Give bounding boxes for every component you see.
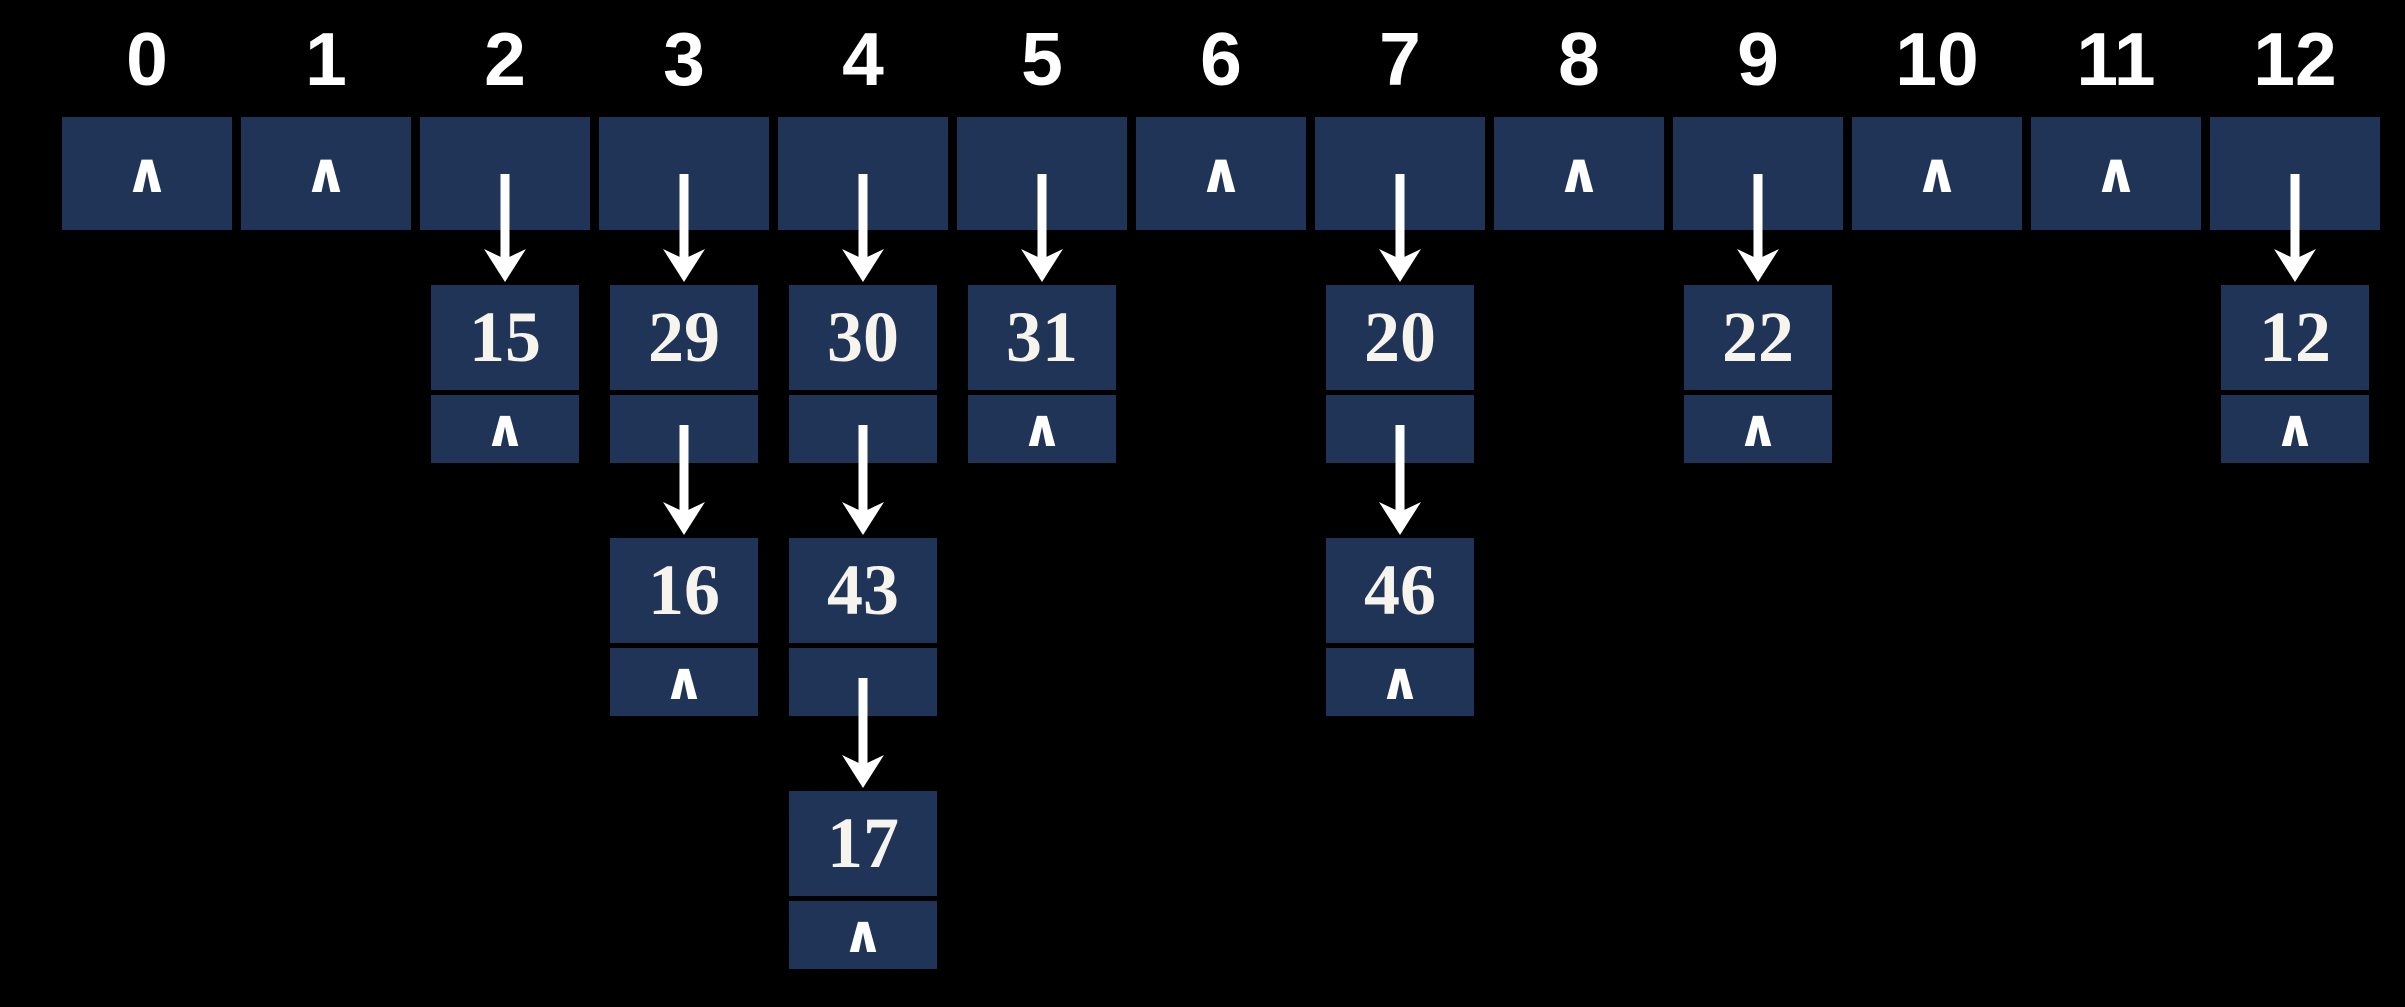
null-pointer-symbol: ∧ (1198, 140, 1244, 206)
bucket-column-9: 9 22 ∧ (1673, 0, 1843, 1007)
list-node-value-cell: 12 (2221, 285, 2369, 390)
node-pointer-arrow-icon (842, 678, 884, 788)
bucket-pointer-arrow-icon (663, 174, 705, 282)
null-pointer-symbol: ∧ (841, 905, 885, 965)
bucket-column-12: 12 12 ∧ (2210, 0, 2380, 1007)
list-node-value-cell: 16 (610, 538, 758, 643)
list-node-value-cell: 30 (789, 285, 937, 390)
bucket-index-label: 3 (663, 17, 705, 101)
bucket-index-label: 8 (1558, 17, 1600, 101)
null-pointer-symbol: ∧ (1736, 399, 1780, 459)
bucket-column-4: 4 30 43 17 ∧ (778, 0, 948, 1007)
node-pointer-arrow-icon (663, 425, 705, 535)
bucket-pointer-arrow-icon (1737, 174, 1779, 282)
list-node-pointer-cell: ∧ (610, 648, 758, 716)
list-node-value-cell: 15 (431, 285, 579, 390)
list-node-pointer-cell: ∧ (1326, 648, 1474, 716)
bucket-cell-1: ∧ (241, 117, 411, 230)
list-node-value-cell: 43 (789, 538, 937, 643)
bucket-index-label: 0 (126, 17, 168, 101)
bucket-column-0: 0∧ (62, 0, 232, 1007)
bucket-cell-11: ∧ (2031, 117, 2201, 230)
bucket-index-label: 7 (1379, 17, 1421, 101)
bucket-cell-8: ∧ (1494, 117, 1664, 230)
list-node-pointer-cell: ∧ (1684, 395, 1832, 463)
list-node-pointer-cell: ∧ (968, 395, 1116, 463)
bucket-index-label: 10 (1895, 17, 1979, 101)
null-pointer-symbol: ∧ (1914, 140, 1960, 206)
null-pointer-symbol: ∧ (1378, 652, 1422, 712)
list-node-value-cell: 20 (1326, 285, 1474, 390)
bucket-column-3: 3 29 16 ∧ (599, 0, 769, 1007)
list-node-value-cell: 22 (1684, 285, 1832, 390)
bucket-index-label: 11 (2076, 17, 2156, 101)
bucket-cell-6: ∧ (1136, 117, 1306, 230)
list-node-pointer-cell: ∧ (2221, 395, 2369, 463)
bucket-index-label: 5 (1021, 17, 1063, 101)
bucket-index-label: 4 (842, 17, 884, 101)
bucket-index-label: 9 (1737, 17, 1779, 101)
bucket-column-8: 8∧ (1494, 0, 1664, 1007)
list-node-value-cell: 17 (789, 791, 937, 896)
node-pointer-arrow-icon (842, 425, 884, 535)
bucket-index-label: 12 (2253, 17, 2337, 101)
bucket-pointer-arrow-icon (1379, 174, 1421, 282)
null-pointer-symbol: ∧ (1556, 140, 1602, 206)
null-pointer-symbol: ∧ (662, 652, 706, 712)
bucket-column-10: 10 ∧ (1852, 0, 2022, 1007)
null-pointer-symbol: ∧ (2273, 399, 2317, 459)
bucket-pointer-arrow-icon (1021, 174, 1063, 282)
bucket-index-label: 6 (1200, 17, 1242, 101)
bucket-column-11: 11 ∧ (2031, 0, 2201, 1007)
bucket-pointer-arrow-icon (484, 174, 526, 282)
bucket-column-2: 2 15 ∧ (420, 0, 590, 1007)
bucket-column-5: 5 31 ∧ (957, 0, 1127, 1007)
bucket-index-label: 1 (305, 17, 347, 101)
list-node-value-cell: 29 (610, 285, 758, 390)
null-pointer-symbol: ∧ (303, 140, 349, 206)
bucket-index-label: 2 (484, 17, 526, 101)
bucket-pointer-arrow-icon (842, 174, 884, 282)
bucket-pointer-arrow-icon (2274, 174, 2316, 282)
bucket-column-1: 1∧ (241, 0, 411, 1007)
bucket-column-6: 6∧ (1136, 0, 1306, 1007)
null-pointer-symbol: ∧ (1020, 399, 1064, 459)
bucket-cell-0: ∧ (62, 117, 232, 230)
null-pointer-symbol: ∧ (124, 140, 170, 206)
null-pointer-symbol: ∧ (483, 399, 527, 459)
node-pointer-arrow-icon (1379, 425, 1421, 535)
list-node-pointer-cell: ∧ (789, 901, 937, 969)
bucket-cell-10: ∧ (1852, 117, 2022, 230)
list-node-value-cell: 46 (1326, 538, 1474, 643)
null-pointer-symbol: ∧ (2093, 140, 2139, 206)
list-node-pointer-cell: ∧ (431, 395, 579, 463)
list-node-value-cell: 31 (968, 285, 1116, 390)
bucket-column-7: 7 20 46 ∧ (1315, 0, 1485, 1007)
